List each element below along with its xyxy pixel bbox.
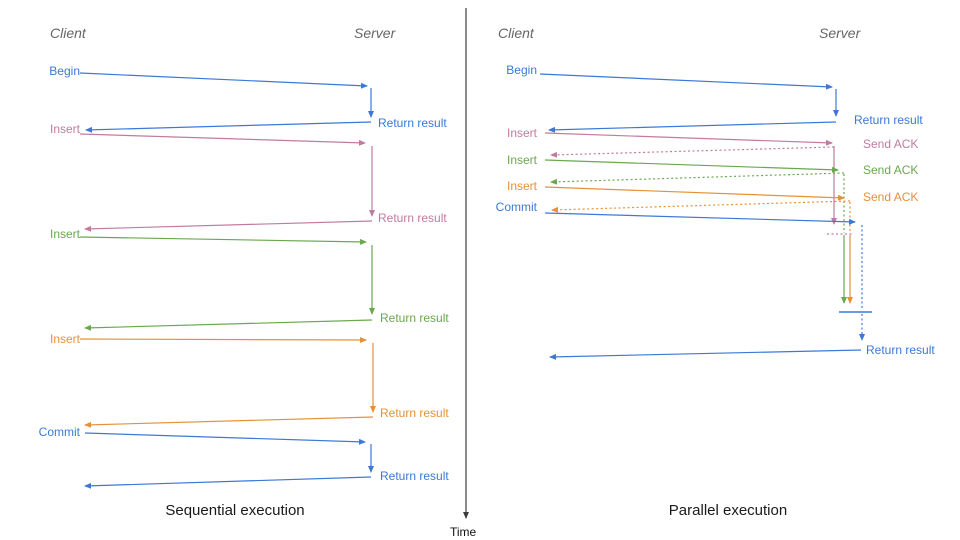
left-insert1-request-line [79, 133, 366, 146]
left-insert1-label: Insert [49, 122, 80, 136]
right-begin-response-line [548, 121, 837, 133]
right-insert1-label: Insert [506, 126, 537, 140]
time-axis-label: Time [450, 525, 477, 539]
left-insert2-label: Insert [49, 227, 80, 241]
left-insert1-response-label: Return result [378, 211, 447, 225]
right-insert1-request-line [544, 132, 833, 146]
left-insert3-request-line [79, 336, 367, 343]
right-insert3-label: Insert [506, 179, 537, 193]
left-insert1-exchange [79, 133, 375, 232]
left-commit-label: Commit [38, 425, 80, 439]
right-insert1-ack-label: Send ACK [863, 137, 919, 151]
left-commit-response-label: Return result [380, 469, 449, 483]
left-begin-response-line [85, 121, 372, 133]
left-commit-exchange [84, 432, 374, 489]
right-insert3-ack-label: Send ACK [863, 190, 919, 204]
left-commit-response-line [84, 476, 372, 489]
left-insert3-exchange [79, 336, 376, 428]
right-insert2-ack-label: Send ACK [863, 163, 919, 177]
right-begin-label: Begin [506, 63, 537, 77]
left-server-header: Server [354, 25, 396, 41]
right-panel-title: Parallel execution [668, 502, 788, 519]
left-begin-request-line [79, 72, 368, 89]
right-begin-response-label: Return result [854, 113, 923, 127]
left-insert3-response-label: Return result [380, 406, 449, 420]
right-commit-exchange [544, 212, 872, 360]
right-insert2-label: Insert [506, 153, 537, 167]
right-insert3-exchange [544, 186, 853, 304]
left-panel-title: Sequential execution [165, 502, 305, 519]
right-insert2-ack-line [550, 172, 845, 185]
left-insert2-response-line [84, 319, 373, 331]
right-insert1-ack-line [550, 146, 835, 158]
left-insert3-response-line [84, 416, 374, 428]
right-server-header: Server [819, 25, 861, 41]
left-commit-request-line [84, 432, 366, 445]
right-final-response-label: Return result [866, 343, 935, 357]
right-insert1-exchange [544, 132, 854, 235]
left-insert2-request-line [79, 236, 367, 245]
right-insert2-request-line [544, 159, 839, 173]
left-client-header: Client [50, 25, 86, 41]
left-begin-response-label: Return result [378, 116, 447, 130]
right-client-header: Client [498, 25, 534, 41]
left-insert2-response-label: Return result [380, 311, 449, 325]
right-insert2-exchange [544, 159, 847, 304]
left-insert3-label: Insert [49, 332, 80, 346]
left-begin-exchange [79, 72, 374, 133]
right-insert3-ack-line [551, 200, 851, 213]
right-begin-exchange [539, 73, 839, 133]
right-begin-request-line [539, 73, 833, 90]
right-insert3-request-line [544, 186, 845, 201]
right-commit-request-line [544, 212, 856, 225]
left-insert1-response-line [84, 220, 373, 232]
left-begin-label: Begin [49, 64, 80, 78]
right-final-response-line [549, 349, 862, 360]
right-commit-label: Commit [495, 200, 537, 214]
left-insert2-exchange [79, 236, 375, 331]
